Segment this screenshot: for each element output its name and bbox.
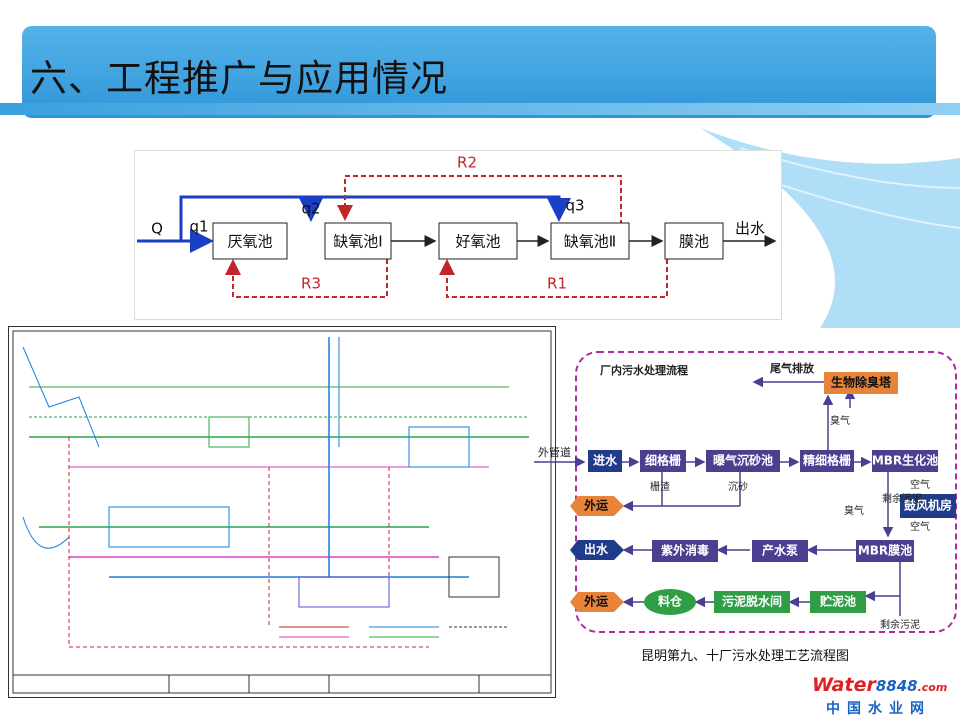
- node-anoxic-1: [324, 222, 392, 260]
- side-label-air-1: 空气: [910, 478, 930, 491]
- flow-node-label: 紫外消毒: [661, 543, 709, 558]
- logo-num: 8848: [875, 677, 918, 695]
- cad-plant-drawing: [8, 326, 556, 698]
- flow-node-label: 细格栅: [645, 453, 681, 468]
- logo-wordmark: Water8848.com: [812, 674, 947, 696]
- logo-dot: .com: [917, 681, 948, 694]
- flow-node-label: MBR膜池: [858, 543, 912, 558]
- flow-label-q3: q3: [565, 197, 584, 215]
- recycle-label-r3: R3: [301, 275, 321, 293]
- flow-node-uv: [652, 540, 718, 562]
- flow-node-label: 精细格栅: [803, 453, 851, 468]
- flow-out-label: 外运: [584, 498, 608, 513]
- page-title: 六、工程推广与应用情况: [30, 57, 448, 100]
- flow-node-fine-screen: [640, 450, 686, 472]
- side-label-excess-sludge-2: 剩余污泥: [880, 618, 920, 631]
- node-label-anaerobic: 厌氧池: [227, 233, 272, 251]
- flow-node-finer-screen: [800, 450, 854, 472]
- node-label-aerobic: 好氧池: [455, 233, 500, 251]
- flow-node-label: 鼓风机房: [904, 498, 952, 513]
- node-label-anoxic-2: 缺氧池Ⅱ: [564, 233, 616, 251]
- flow-node-label: 贮泥池: [819, 594, 856, 609]
- side-label-screenings: 栅渣: [650, 480, 670, 493]
- flow-node-label: MBR生化池: [872, 453, 938, 468]
- outlet-label: 出水: [735, 220, 765, 238]
- logo-en: Water: [812, 674, 876, 696]
- flow-node-dewater: [714, 591, 790, 613]
- flowchart-caption: 昆明第九、十厂污水处理工艺流程图: [641, 649, 850, 664]
- side-label-grit: 沉砂: [728, 480, 748, 493]
- side-label-air-2: 空气: [910, 520, 930, 533]
- node-label-membrane: 膜池: [679, 233, 709, 251]
- side-label-excess-sludge: 剩余污泥: [882, 492, 922, 505]
- external-pipe-label: 外管道: [538, 445, 571, 459]
- node-anoxic-2: [550, 222, 630, 260]
- flowchart-title: 厂内污水处理流程: [600, 363, 688, 377]
- flow-node-mbr-bio: [872, 450, 938, 472]
- node-anaerobic: [212, 222, 288, 260]
- node-membrane: [664, 222, 724, 260]
- flow-node-grit-chamber: [706, 450, 780, 472]
- side-label-odor-2: 臭气: [844, 504, 864, 517]
- flow-node-blower: [900, 494, 956, 518]
- flow-node-label: 料仓: [658, 594, 683, 609]
- flow-label-q2: q2: [301, 200, 320, 218]
- node-label-anoxic-1: 缺氧池Ⅰ: [333, 233, 382, 251]
- flow-label-q1: q1: [189, 218, 208, 236]
- logo-cn: 中国水业网: [826, 701, 931, 717]
- flow-out-haul-2: [570, 592, 624, 612]
- flow-node-label: 产水泵: [762, 543, 798, 558]
- inlet-label: Q: [151, 220, 163, 238]
- flow-node-pump: [752, 540, 808, 562]
- node-aerobic: [438, 222, 518, 260]
- banner-stripe: [0, 103, 960, 115]
- flow-out-label: 出水: [584, 542, 609, 557]
- flow-node-label: 生物除臭塔: [831, 375, 892, 390]
- process-diagram: 厌氧池 缺氧池Ⅰ 好氧池 缺氧池Ⅱ 膜池 Q 出水 q1 q2 q3 R2 R3…: [134, 150, 782, 320]
- flow-node-deodor: [824, 372, 898, 394]
- flow-node-label: 污泥脱水间: [722, 594, 782, 609]
- flow-out-haul-1: [570, 496, 624, 516]
- water8848-logo: Water8848.com 中国水业网: [812, 674, 957, 718]
- side-label-odor-1: 臭气: [830, 414, 850, 427]
- recycle-label-r2: R2: [457, 154, 477, 172]
- flowchart-frame: [575, 351, 957, 633]
- flow-node-inlet: [588, 450, 622, 472]
- flow-node-label: 曝气沉砂池: [713, 453, 773, 468]
- title-banner: [22, 26, 936, 118]
- flow-node-silo: [644, 589, 696, 615]
- recycle-label-r1: R1: [547, 275, 567, 293]
- plant-flowchart: 厂内污水处理流程 外管道 尾气排放 进水 细格栅 曝气沉砂池 精细格栅 MBR生…: [534, 351, 957, 633]
- exhaust-label: 尾气排放: [769, 361, 815, 375]
- flow-node-sludge-tank: [810, 591, 866, 613]
- flow-node-inlet-label: 进水: [593, 453, 618, 468]
- flow-out-effluent: [570, 540, 624, 560]
- flow-node-mbr-membrane: [856, 540, 914, 562]
- flow-out-label: 外运: [584, 594, 608, 609]
